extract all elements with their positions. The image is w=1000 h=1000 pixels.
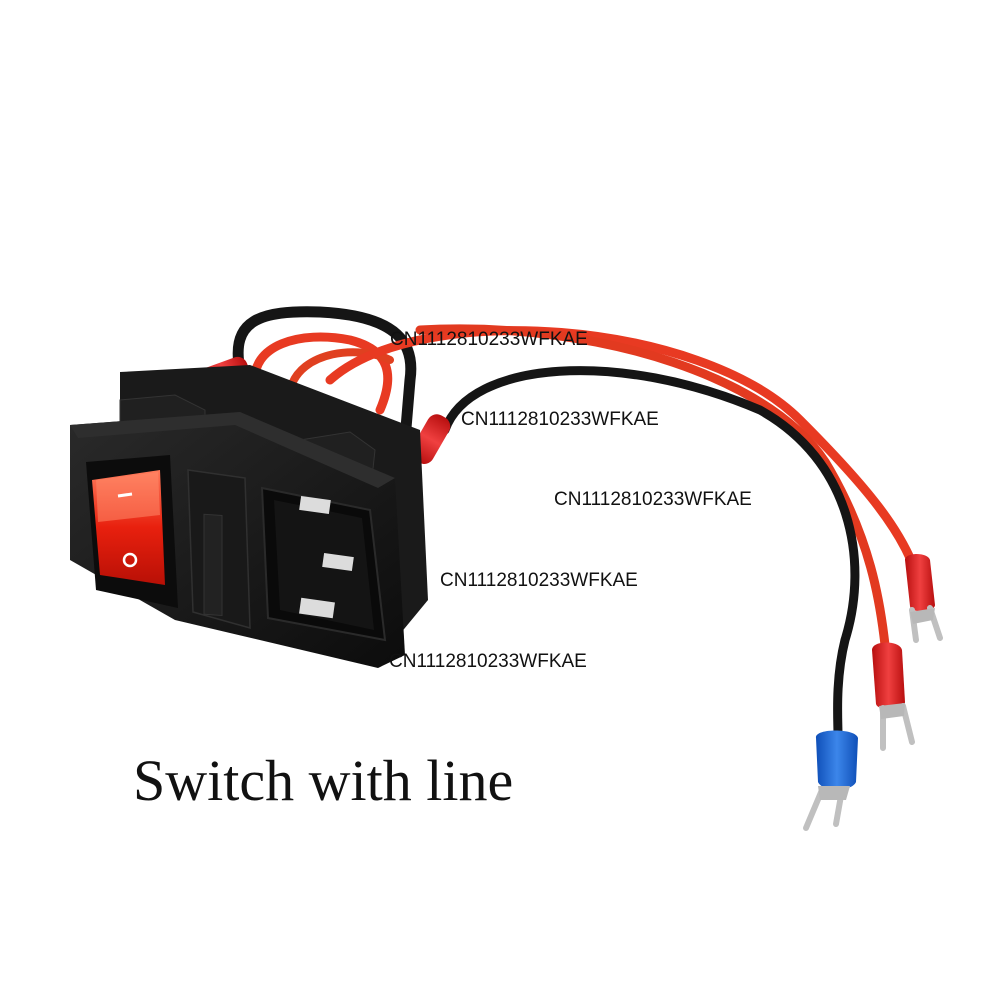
off-mark-icon bbox=[122, 552, 138, 568]
red-wire-long-1 bbox=[325, 326, 920, 575]
red-fork-terminal-1 bbox=[905, 554, 943, 643]
on-mark-icon bbox=[117, 492, 133, 498]
watermark-text: CN1112810233WFKAE bbox=[390, 329, 588, 350]
blue-fork-terminal bbox=[803, 730, 858, 831]
watermark-text: CN1112810233WFKAE bbox=[389, 651, 587, 672]
watermark-text: CN1112810233WFKAE bbox=[554, 489, 752, 510]
pin-bottom bbox=[299, 597, 335, 619]
black-wire-long bbox=[440, 366, 860, 740]
pin-middle bbox=[322, 552, 354, 572]
product-caption: Switch with line bbox=[133, 748, 514, 813]
red-fork-terminal-2 bbox=[872, 642, 915, 751]
watermark-text: CN1112810233WFKAE bbox=[440, 570, 638, 591]
pin-top bbox=[299, 495, 331, 515]
red-wire-loop-1 bbox=[250, 332, 393, 415]
watermark-text: CN1112810233WFKAE bbox=[461, 409, 659, 430]
red-wire-long-2 bbox=[415, 324, 890, 650]
black-wire-loop bbox=[232, 306, 417, 446]
